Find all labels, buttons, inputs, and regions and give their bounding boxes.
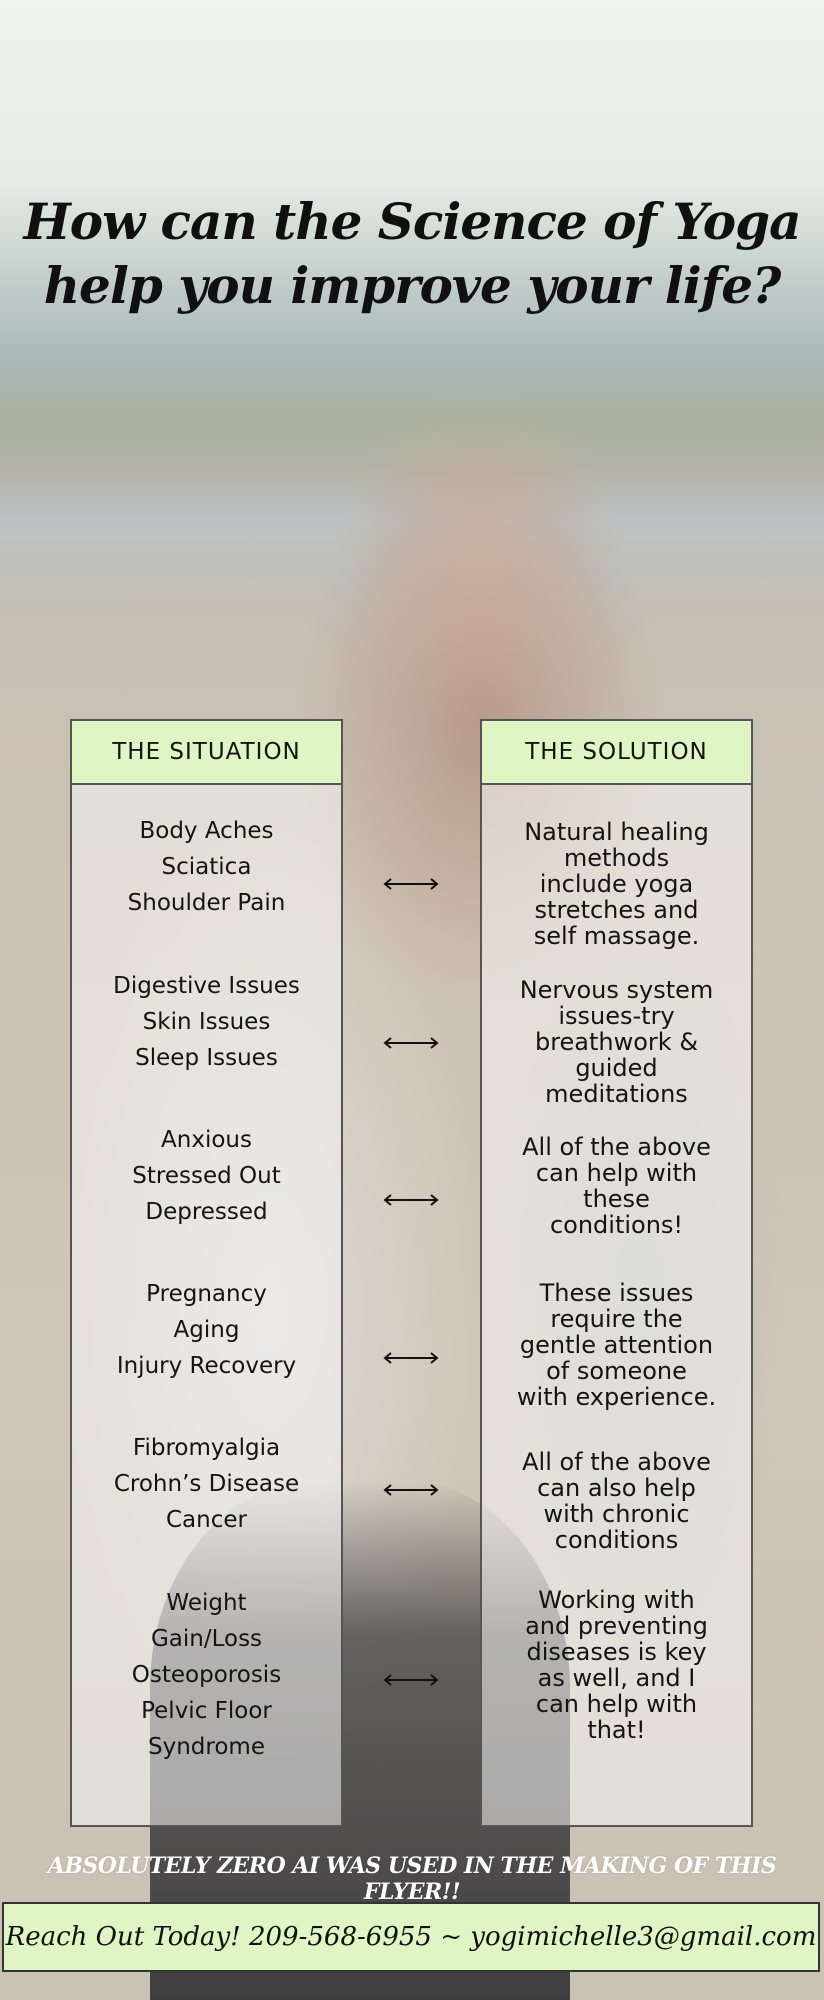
solution-line: All of the above xyxy=(522,1448,711,1476)
double-arrow-icon xyxy=(382,1036,440,1050)
situation-item: Crohn’s Disease xyxy=(113,1471,300,1497)
situation-item: Cancer xyxy=(166,1507,247,1533)
double-arrow-icon xyxy=(382,1483,440,1497)
solution-line: breathwork & xyxy=(534,1028,699,1056)
solution-line: stretches and xyxy=(534,896,699,924)
solution-line: These issues xyxy=(539,1279,694,1307)
situation-item: Pregnancy xyxy=(146,1281,267,1307)
title-line-2: help you improve your life? xyxy=(43,256,782,315)
solution-line: conditions! xyxy=(549,1211,684,1239)
solution-line: methods xyxy=(563,844,670,872)
solution-item-1: Natural healing methods include yoga str… xyxy=(482,819,751,949)
solution-line: of someone xyxy=(546,1357,687,1385)
situation-item: Sleep Issues xyxy=(135,1045,278,1071)
solution-line: diseases is key xyxy=(526,1638,707,1666)
situation-item: Digestive Issues xyxy=(113,973,300,999)
solution-line: Natural healing xyxy=(524,818,709,846)
solution-column: THE SOLUTION Natural healing methods inc… xyxy=(480,719,753,1827)
situation-item: Pelvic Floor xyxy=(141,1698,272,1724)
situation-group-3: Anxious Stressed Out Depressed xyxy=(72,1122,341,1230)
solution-line: self massage. xyxy=(533,922,700,950)
no-ai-notice: ABSOLUTELY ZERO AI WAS USED IN THE MAKIN… xyxy=(47,1853,777,1905)
situation-item: Stressed Out xyxy=(132,1163,281,1189)
solution-line: issues-try xyxy=(558,1002,675,1030)
double-arrow-icon xyxy=(382,1193,440,1207)
situation-item: Skin Issues xyxy=(142,1009,271,1035)
situation-group-2: Digestive Issues Skin Issues Sleep Issue… xyxy=(72,968,341,1076)
contact-banner: Reach Out Today! 209-568-6955 ~ yogimich… xyxy=(2,1902,820,1972)
double-arrow-icon xyxy=(382,1673,440,1687)
double-arrow-icon xyxy=(382,877,440,891)
situation-group-6: Weight Gain/Loss Osteoporosis Pelvic Flo… xyxy=(72,1585,341,1765)
solution-line: with experience. xyxy=(516,1383,717,1411)
solution-item-5: All of the above can also help with chro… xyxy=(482,1449,751,1553)
solution-line: can also help xyxy=(537,1474,696,1502)
solution-line: these xyxy=(583,1185,650,1213)
solution-line: that! xyxy=(587,1716,646,1744)
situation-item: Weight xyxy=(166,1590,247,1616)
situation-item: Depressed xyxy=(145,1199,268,1225)
situation-item: Osteoporosis xyxy=(131,1662,282,1688)
solution-item-3: All of the above can help with these con… xyxy=(482,1134,751,1238)
solution-item-6: Working with and preventing diseases is … xyxy=(482,1587,751,1743)
situation-item: Fibromyalgia xyxy=(132,1435,281,1461)
situation-column: THE SITUATION Body Aches Sciatica Should… xyxy=(70,719,343,1827)
solution-line: meditations xyxy=(545,1080,688,1108)
situation-item: Gain/Loss xyxy=(150,1626,263,1652)
solution-item-4: These issues require the gentle attentio… xyxy=(482,1280,751,1410)
situation-group-4: Pregnancy Aging Injury Recovery xyxy=(72,1276,341,1384)
solution-line: conditions xyxy=(554,1526,679,1554)
page-title: How can the Science of Yoga help you imp… xyxy=(0,190,824,318)
solution-line: Nervous system xyxy=(519,976,714,1004)
solution-line: gentle attention xyxy=(519,1331,714,1359)
solution-line: with chronic xyxy=(543,1500,690,1528)
situation-item: Sciatica xyxy=(161,854,252,880)
situation-item: Syndrome xyxy=(148,1734,265,1760)
situation-item: Injury Recovery xyxy=(116,1353,297,1379)
solution-line: guided xyxy=(575,1054,658,1082)
solution-item-2: Nervous system issues-try breathwork & g… xyxy=(482,977,751,1107)
solution-line: can help with xyxy=(535,1690,698,1718)
solution-line: as well, and I xyxy=(537,1664,696,1692)
situation-header: THE SITUATION xyxy=(72,721,341,785)
solution-line: Working with xyxy=(538,1586,695,1614)
solution-line: require the xyxy=(550,1305,683,1333)
solution-line: can help with xyxy=(535,1159,698,1187)
solution-header: THE SOLUTION xyxy=(482,721,751,785)
situation-group-1: Body Aches Sciatica Shoulder Pain xyxy=(72,813,341,921)
situation-item: Shoulder Pain xyxy=(127,890,286,916)
situation-item: Anxious xyxy=(161,1127,252,1153)
double-arrow-icon xyxy=(382,1351,440,1365)
solution-line: and preventing xyxy=(525,1612,708,1640)
situation-item: Aging xyxy=(173,1317,240,1343)
solution-line: include yoga xyxy=(539,870,694,898)
solution-line: All of the above xyxy=(522,1133,711,1161)
situation-item: Body Aches xyxy=(139,818,274,844)
situation-group-5: Fibromyalgia Crohn’s Disease Cancer xyxy=(72,1430,341,1538)
title-line-1: How can the Science of Yoga xyxy=(23,192,801,251)
